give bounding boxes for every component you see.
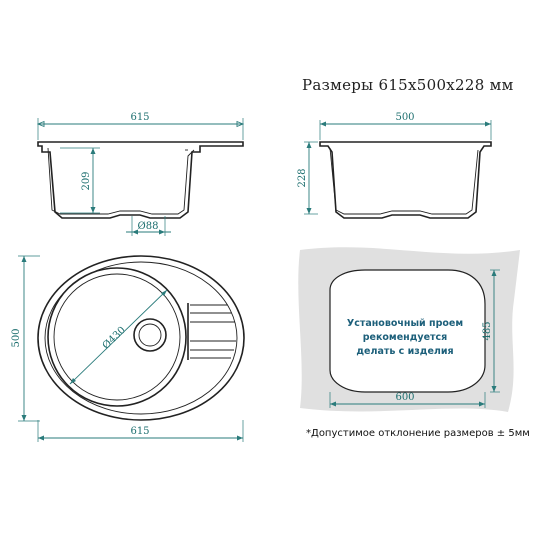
bowl-diameter-label: Ø430 (101, 325, 128, 352)
front-width-label: 500 (395, 112, 414, 123)
page-title: Размеры 615х500х228 мм (302, 76, 514, 94)
top-view: 500 Ø430 615 (11, 255, 245, 442)
tolerance-note: *Допустимое отклонение размеров ± 5мм (306, 428, 530, 439)
cutout-line-3: делать с изделия (356, 346, 453, 357)
top-width-label: 615 (130, 426, 149, 437)
cutout-line-2: рекомендуется (363, 332, 448, 343)
top-height-label: 500 (11, 328, 22, 347)
front-height-label: 228 (297, 168, 308, 187)
side-view: 615 209 Ø88 (36, 112, 245, 236)
drain-diameter-label: Ø88 (138, 221, 159, 232)
side-width-label: 615 (130, 112, 149, 123)
cutout-template: Установочный проем рекомендуется делать … (298, 247, 520, 412)
front-view: 500 228 (297, 112, 492, 219)
cutout-width-label: 600 (395, 392, 414, 403)
cutout-height-label: 485 (482, 321, 493, 340)
cutout-line-1: Установочный проем (347, 318, 463, 329)
side-height-label: 209 (81, 171, 92, 190)
